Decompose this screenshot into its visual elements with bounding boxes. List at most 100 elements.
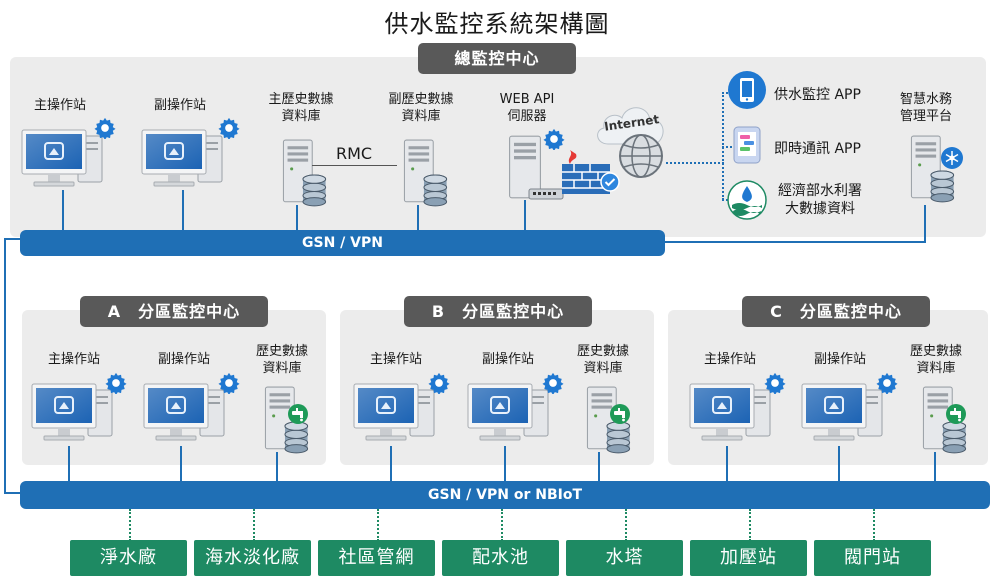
hq-sub-gear-icon	[218, 117, 240, 139]
zone-c-header: C 分區監控中心	[742, 296, 930, 327]
zone-b-header: B 分區監控中心	[404, 296, 592, 327]
facility-water-treatment: 淨水廠	[70, 540, 187, 576]
moea-label: 經濟部水利署 大數據資料	[772, 182, 868, 218]
smart-platform-line2: 管理平台	[899, 109, 952, 124]
zone-c-db-line2: 資料庫	[916, 361, 956, 376]
zone-a-main-link	[68, 446, 70, 482]
facility-link-6	[749, 509, 751, 541]
messaging-app-label: 即時通訊 APP	[774, 141, 861, 157]
zone-a-header: A 分區監控中心	[80, 296, 268, 327]
network-switch-icon	[528, 188, 564, 200]
backbone-vertical-line	[4, 238, 6, 494]
zone-c-main-label: 主操作站	[703, 352, 756, 367]
facility-link-5	[625, 509, 627, 541]
app1-link	[722, 92, 732, 94]
facility-water-tower: 水塔	[566, 540, 683, 576]
facility-desalination: 海水淡化廠	[194, 540, 311, 576]
shield-check-icon	[600, 172, 620, 192]
smart-platform-server-icon	[904, 134, 960, 206]
zone-c-sub-label: 副操作站	[813, 352, 866, 367]
hq-sub-station-label: 副操作站	[153, 98, 206, 113]
zone-a-sub-link	[180, 446, 182, 482]
zone-b-sub-gear-icon	[542, 372, 564, 394]
zone-c-main-link	[726, 446, 728, 482]
web-api-label: WEB API 伺服器	[484, 91, 570, 125]
zone-c-db-line1: 歷史數據	[909, 344, 962, 359]
hq-main-db-server-icon	[276, 138, 332, 210]
facility-valve-station: 閥門站	[814, 540, 931, 576]
backbone-vertical-link	[4, 238, 22, 240]
hq-main-db-link	[296, 205, 298, 230]
zone-c-sub-gear-icon	[876, 372, 898, 394]
facility-booster-station: 加壓站	[690, 540, 807, 576]
water-app-label: 供水監控 APP	[774, 87, 861, 103]
web-api-server-icon	[509, 135, 541, 199]
moea-line1: 經濟部水利署	[778, 183, 862, 199]
hq-main-db-line1: 主歷史數據	[268, 92, 334, 107]
facility-link-7	[873, 509, 875, 541]
hq-sub-db-line1: 副歷史數據	[388, 92, 454, 107]
smart-platform-hub-icon	[941, 147, 963, 169]
zone-c-db-link	[934, 452, 936, 482]
facility-community-network: 社區管網	[318, 540, 435, 576]
smart-platform-h-link	[664, 241, 926, 243]
zone-b-tap-icon	[609, 403, 631, 425]
smart-platform-label: 智慧水務 管理平台	[883, 91, 969, 125]
facility-link-1	[129, 509, 131, 541]
zone-a-db-line2: 資料庫	[262, 361, 302, 376]
hq-sub-db-line2: 資料庫	[401, 109, 441, 124]
hq-main-station-label: 主操作站	[33, 98, 86, 113]
backbone-bottom-link	[4, 492, 22, 494]
hq-header: 總監控中心	[418, 43, 576, 74]
web-api-link	[524, 200, 526, 230]
zone-b-db-line1: 歷史數據	[576, 344, 629, 359]
hq-main-link	[62, 190, 64, 230]
facility-link-2	[253, 509, 255, 541]
facility-link-3	[377, 509, 379, 541]
zone-a-db-label: 歷史數據 資料庫	[244, 343, 320, 377]
zone-b-db-label: 歷史數據 資料庫	[565, 343, 641, 377]
web-api-line1: WEB API	[499, 92, 555, 107]
app2-link	[722, 146, 732, 148]
zone-c-tap-icon	[945, 403, 967, 425]
zone-b-sub-label: 副操作站	[481, 352, 534, 367]
messaging-app-icon	[733, 126, 761, 164]
smart-platform-line1: 智慧水務	[899, 92, 952, 107]
zone-b-main-gear-icon	[428, 372, 450, 394]
rmc-label: RMC	[336, 144, 373, 163]
hq-main-db-line2: 資料庫	[281, 109, 321, 124]
hq-main-gear-icon	[94, 117, 116, 139]
zone-b-main-label: 主操作站	[369, 352, 422, 367]
globe-icon	[619, 134, 663, 178]
zone-a-db-link	[276, 452, 278, 482]
zone-b-db-line2: 資料庫	[583, 361, 623, 376]
zone-b-db-link	[598, 452, 600, 482]
field-network-bar: GSN / VPN or NBIoT	[20, 481, 990, 509]
hq-main-db-label: 主歷史數據 資料庫	[258, 91, 344, 125]
zone-a-tap-icon	[287, 403, 309, 425]
zone-c-db-label: 歷史數據 資料庫	[898, 343, 974, 377]
zone-a-main-gear-icon	[105, 372, 127, 394]
phone-app-icon	[728, 71, 766, 109]
zone-a-sub-label: 副操作站	[157, 352, 210, 367]
rmc-link	[312, 165, 397, 166]
web-api-line2: 伺服器	[507, 109, 547, 124]
hq-sub-db-label: 副歷史數據 資料庫	[378, 91, 464, 125]
zone-a-db-line1: 歷史數據	[255, 344, 308, 359]
smart-platform-down-link	[924, 205, 926, 243]
zone-a-main-label: 主操作站	[47, 352, 100, 367]
zone-b-sub-link	[504, 446, 506, 482]
water-resources-logo-icon	[727, 180, 767, 220]
facility-link-4	[501, 509, 503, 541]
diagram-title: 供水監控系統架構圖	[384, 10, 610, 38]
zone-a-sub-gear-icon	[218, 372, 240, 394]
zone-b-main-link	[390, 446, 392, 482]
moea-line2: 大數據資料	[785, 201, 855, 217]
hq-sub-link	[182, 190, 184, 230]
app3-link	[722, 199, 732, 201]
internet-to-apps-link	[666, 162, 724, 164]
zone-c-main-gear-icon	[764, 372, 786, 394]
zone-c-sub-link	[838, 446, 840, 482]
hq-sub-db-link	[417, 205, 419, 230]
facility-distribution-reservoir: 配水池	[442, 540, 559, 576]
